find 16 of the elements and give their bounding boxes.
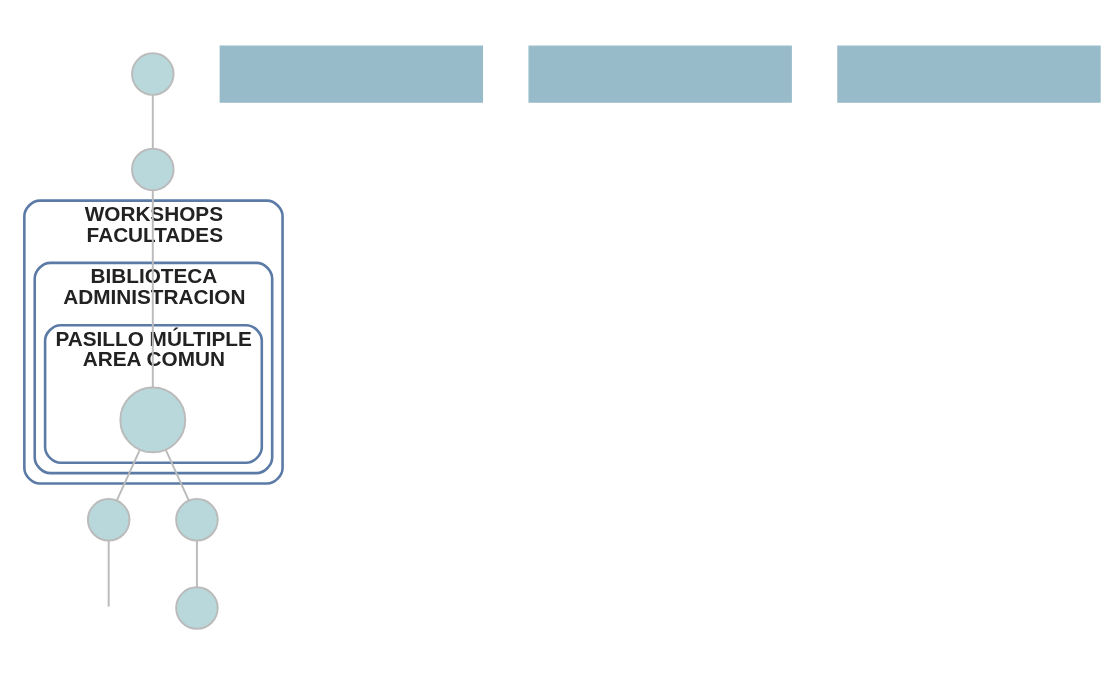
node-circle [175,586,219,630]
connector [151,94,154,150]
node-circle [175,498,219,542]
node-circle [131,52,175,96]
node-bar [837,45,1101,103]
connector [164,448,190,502]
connector [115,448,141,502]
node-bar [528,45,792,103]
node-circle [86,498,131,542]
connector [107,540,110,608]
connector [151,189,154,389]
node-bar [219,45,484,103]
cluster: PASILLO MÚLTIPLE AREA COMUN [43,323,264,465]
connector [195,540,198,588]
node-circle [131,147,175,192]
node-circle [119,386,187,454]
